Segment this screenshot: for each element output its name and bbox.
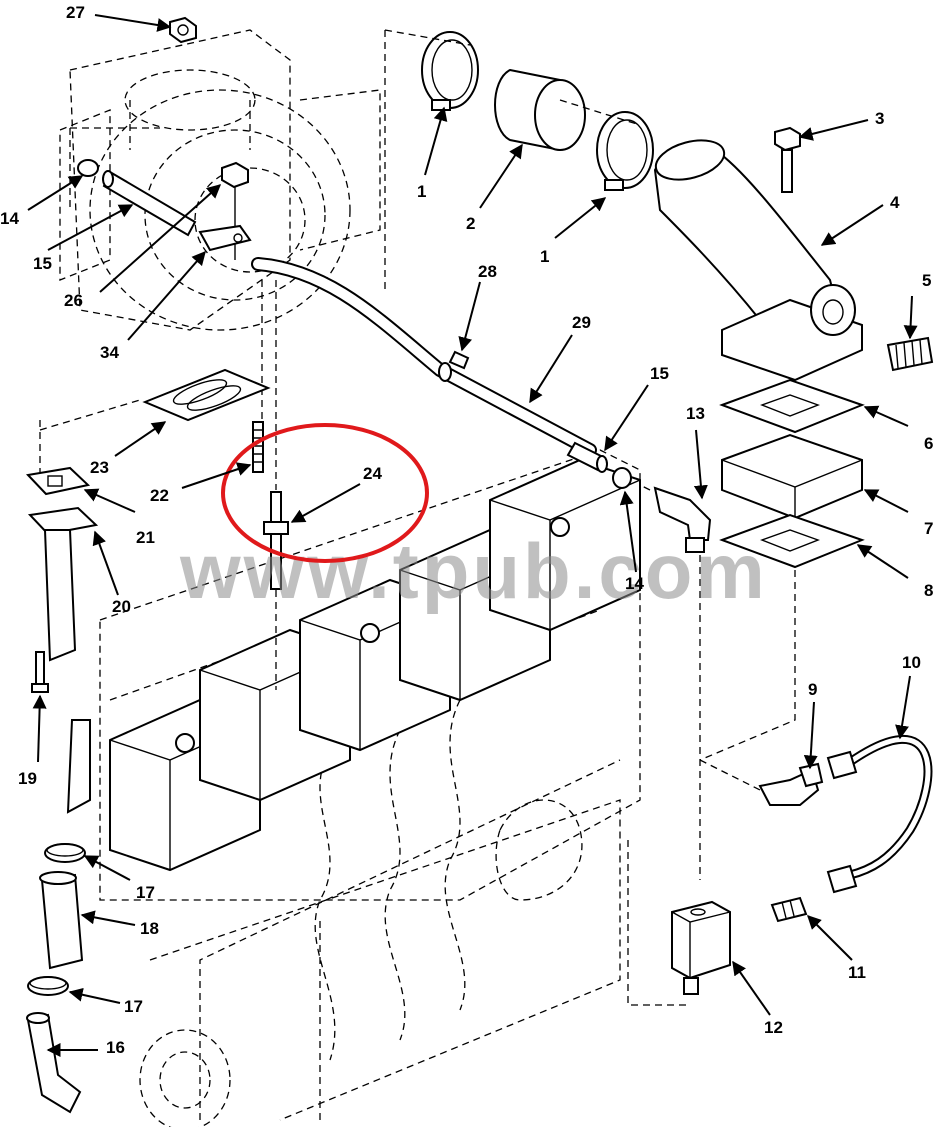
callout-24: 24 [363,464,382,483]
part-16-elbow [26,1012,82,1114]
part-17-clamp-lower [27,976,69,996]
part-26-nut [221,161,249,260]
part-10-flex-line [826,734,933,894]
part-9-elbow [758,762,824,806]
callout-22: 22 [150,486,169,505]
valve-covers [109,458,641,872]
callout-15-left: 15 [33,254,52,273]
callout-17-lower: 17 [124,997,143,1016]
leader-lines [27,14,918,1057]
part-29-tube [251,257,608,473]
assembly-centerlines [69,29,796,1006]
callout-19: 19 [18,769,37,788]
part-7-spacer [721,433,863,520]
callout-11: 11 [848,963,866,982]
turbocharger [124,69,256,150]
part-4-elbow [653,139,863,382]
part-20-tube [27,506,99,662]
part-23-gasket [142,368,271,422]
part-14-oring-left [77,159,99,177]
callout-6: 6 [924,434,933,453]
part-12-tee [671,900,731,995]
part-19-screw [31,651,49,693]
callout-14-right: 14 [625,574,644,593]
callout-1-left: 1 [417,182,426,201]
part-13-elbow [653,486,712,553]
part-3-capscrew [774,126,801,193]
part-1-clamp-right [596,111,654,191]
part-22-stud [252,421,264,473]
callout-5: 5 [922,271,931,290]
callout-16: 16 [106,1038,125,1057]
callout-27: 27 [66,3,85,22]
callout-21: 21 [136,528,155,547]
callout-13: 13 [686,404,705,423]
callout-20: 20 [112,597,131,616]
callout-23: 23 [90,458,109,477]
callout-26: 26 [64,291,83,310]
callout-29: 29 [572,313,591,332]
callout-14-left: 14 [0,209,19,228]
part-1-clamp-left [421,31,479,111]
callout-2: 2 [466,214,475,233]
part-hose-upper [66,719,91,814]
part-18-hose [39,871,84,970]
callout-4: 4 [890,193,900,212]
callout-18: 18 [140,919,159,938]
part-28-clamp [448,350,470,370]
callout-3: 3 [875,109,884,128]
callout-9: 9 [808,680,817,699]
part-24-stud [261,280,289,690]
part-6-gasket [719,378,865,434]
part-21-gasket [25,466,91,496]
callout-labels: 27 1 2 1 3 4 5 6 7 8 9 10 11 12 13 14 14… [0,3,933,1057]
callout-8: 8 [924,581,933,600]
part-8-gasket [719,513,865,569]
callout-28: 28 [478,262,497,281]
callout-17-upper: 17 [136,883,155,902]
part-34-bracket [198,224,252,252]
callout-34: 34 [100,343,119,362]
part-11-adapter [770,896,808,923]
callout-15-right: 15 [650,364,669,383]
part-2-sleeve [494,68,586,152]
callout-10: 10 [902,653,921,672]
part-5-plug [886,336,934,372]
part-27-nut [169,16,197,44]
part-15-tube-left [102,170,197,237]
part-17-clamp-upper [44,843,86,863]
watermark-text: www.tpub.com [179,527,768,615]
part-14-oring-right [612,467,632,489]
highlight-circle [221,423,429,563]
callout-12: 12 [764,1018,783,1037]
callout-1-right: 1 [540,247,549,266]
callout-7: 7 [924,519,933,538]
